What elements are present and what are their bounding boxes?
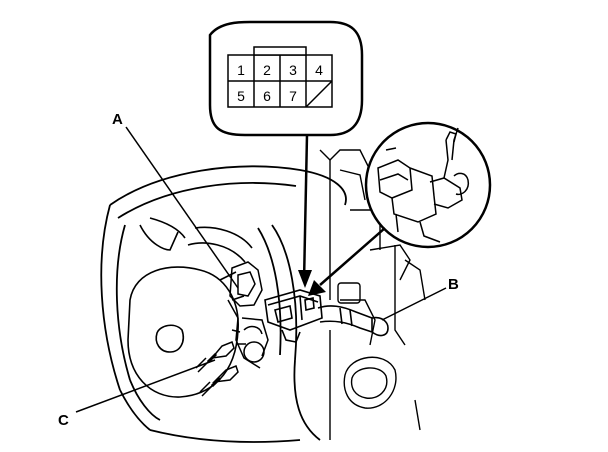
pin-2-label: 2 xyxy=(263,62,271,78)
callout-b-label: B xyxy=(448,276,459,293)
callout-c-label: C xyxy=(58,412,69,429)
airbag-module xyxy=(127,266,245,398)
steering-wheel xyxy=(100,165,347,443)
pin-5-label: 5 xyxy=(237,88,245,104)
leader-b xyxy=(381,287,447,321)
pin-3-label: 3 xyxy=(289,62,297,78)
pin-1-label: 1 xyxy=(237,62,245,78)
pin-4-label: 4 xyxy=(315,62,323,78)
callout-a-label: A xyxy=(112,111,123,128)
steering-wheel-spokes xyxy=(139,217,253,263)
cable-reel xyxy=(227,261,269,369)
detail-inset xyxy=(308,121,492,296)
leader-c xyxy=(75,359,216,413)
wiper-lever xyxy=(317,305,389,337)
dashboard-structure xyxy=(319,149,426,440)
leader-a xyxy=(125,126,239,289)
connector-locking-tab xyxy=(253,46,307,56)
mounting-screws xyxy=(195,341,239,397)
callout-leaders xyxy=(75,126,447,413)
pin-6-label: 6 xyxy=(263,88,271,104)
pin-7-label: 7 xyxy=(289,88,297,104)
connector-face xyxy=(227,46,333,108)
connector-pin-labels: 1 2 3 4 5 6 7 xyxy=(237,62,323,104)
combination-switch xyxy=(264,289,323,343)
